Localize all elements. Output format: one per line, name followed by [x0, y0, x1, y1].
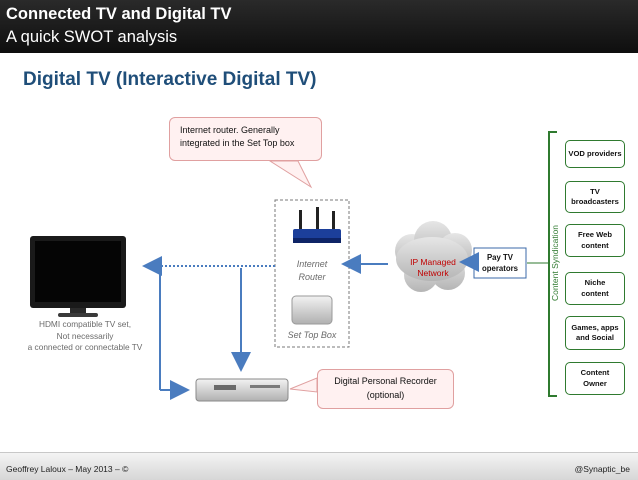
- provider-content-owner-line-1: Content: [580, 368, 610, 378]
- recorder-icon: [195, 378, 289, 402]
- footer-bar: [0, 452, 638, 480]
- tv-caption: HDMI compatible TV set, Not necessarily …: [15, 319, 155, 354]
- footer-handle: @Synaptic_be: [574, 464, 630, 474]
- router-icon: [293, 207, 341, 243]
- provider-content-owner: Content Owner: [565, 362, 625, 395]
- header-bar: [0, 0, 638, 53]
- provider-free-web-line-1: Free Web: [577, 230, 613, 240]
- router-label-line-1: Internet: [296, 259, 328, 269]
- router-label: Internet Router: [280, 258, 344, 283]
- recorder-callout-tail: [289, 377, 318, 393]
- provider-tv-broadcasters: TV broadcasters: [565, 181, 625, 213]
- provider-free-web: Free Web content: [565, 224, 625, 257]
- provider-content-owner-line-2: Owner: [583, 378, 607, 388]
- set-top-box-label: Set Top Box: [287, 330, 337, 340]
- provider-tv-line-2: broadcasters: [571, 197, 619, 206]
- router-label-line-2: Router: [298, 271, 326, 282]
- provider-games: Games, apps and Social: [565, 316, 625, 350]
- tv-set-icon: [30, 236, 126, 317]
- syndication-label: Content Syndication: [550, 224, 560, 302]
- tv-caption-line-2: Not necessarily: [56, 330, 114, 341]
- tv-caption-line-1: HDMI compatible TV set,: [38, 319, 132, 329]
- router-callout: Internet router. Generally integrated in…: [169, 117, 322, 161]
- title-line-2: A quick SWOT analysis: [6, 28, 178, 46]
- provider-niche: Niche content: [565, 272, 625, 305]
- slide-subtitle: Digital TV (Interactive Digital TV): [23, 69, 317, 90]
- pay-tv-line-1: Pay TV: [486, 253, 513, 262]
- provider-tv-line-1: TV: [590, 186, 600, 196]
- tv-caption-line-3: a connected or connectable TV: [27, 342, 143, 353]
- provider-games-line-2: and Social: [576, 333, 614, 342]
- syndication-bracket: [548, 131, 557, 397]
- pay-tv-line-2: operators: [482, 263, 518, 273]
- pay-tv-box: [473, 247, 527, 279]
- provider-free-web-line-2: content: [581, 240, 609, 250]
- pay-tv-operators-label: Pay TV operators: [474, 253, 526, 274]
- recorder-callout-text: Digital Personal Recorder (optional): [334, 376, 437, 400]
- provider-niche-line-1: Niche: [584, 278, 606, 288]
- provider-games-line-1: Games, apps: [571, 322, 619, 332]
- network-label-line-2: Network: [417, 268, 449, 279]
- ip-network-cloud: [395, 221, 472, 292]
- provider-vod-line-1: VOD providers: [568, 148, 622, 158]
- set-top-box-icon: [291, 295, 333, 325]
- provider-vod: VOD providers: [565, 140, 625, 168]
- footer-author: Geoffrey Laloux – May 2013 – ©: [6, 464, 129, 474]
- router-callout-tail: [268, 160, 313, 189]
- title-line-1: Connected TV and Digital TV: [6, 5, 232, 23]
- router-callout-text: Internet router. Generally integrated in…: [180, 125, 295, 149]
- recorder-callout: Digital Personal Recorder (optional): [317, 369, 454, 409]
- provider-niche-line-2: content: [581, 288, 609, 298]
- network-label: IP Managed Network: [398, 257, 468, 280]
- network-label-line-1: IP Managed: [410, 257, 456, 267]
